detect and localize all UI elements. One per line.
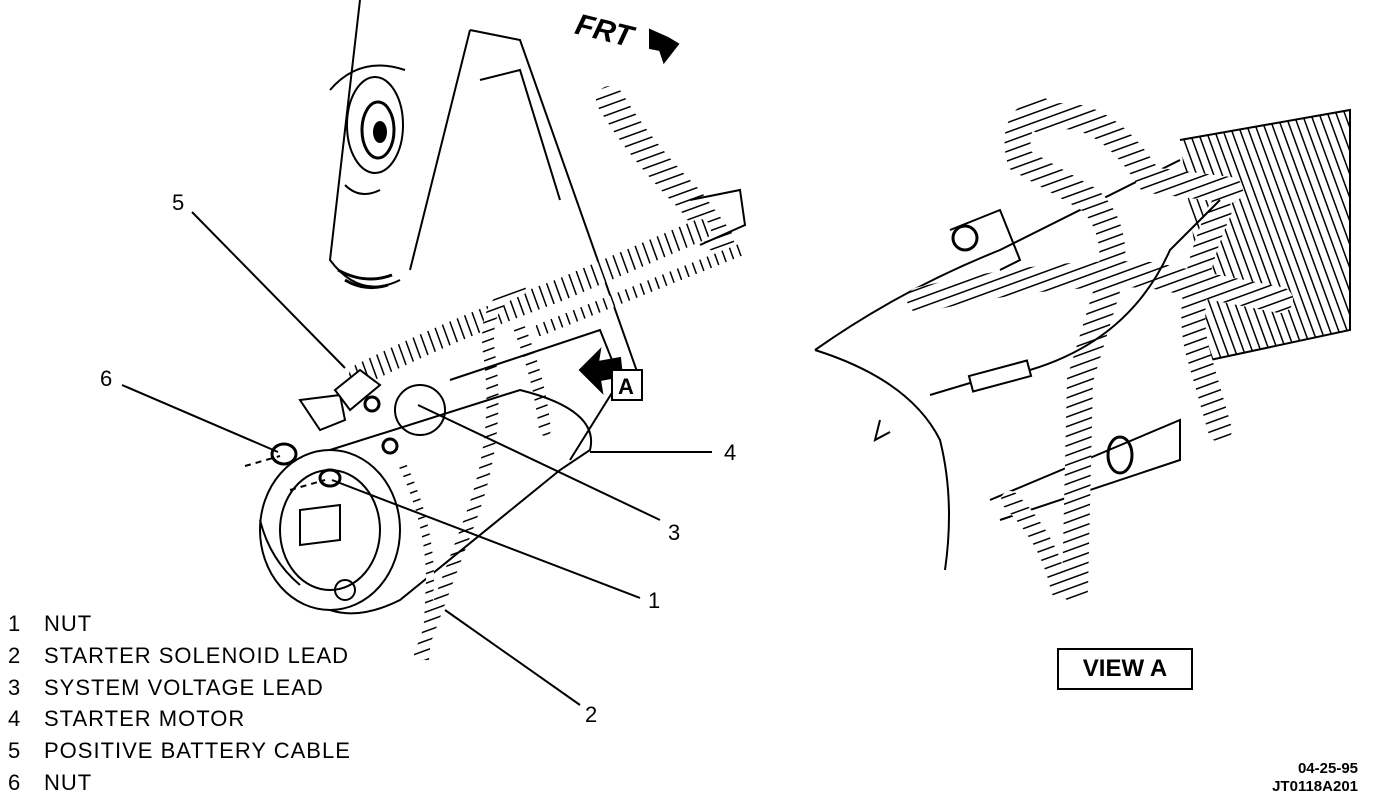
- legend-item: 2 STARTER SOLENOID LEAD: [8, 643, 349, 669]
- harness-loom-main: [349, 219, 711, 386]
- callout-5: 5: [172, 190, 184, 215]
- legend-label: SYSTEM VOLTAGE LEAD: [44, 675, 324, 700]
- legend-label: STARTER MOTOR: [44, 706, 246, 731]
- harness-loom-top: [596, 86, 734, 254]
- leader-lines: [121, 211, 712, 706]
- leader-line-3: [417, 404, 661, 521]
- leader-line-6: [121, 384, 279, 453]
- callout-4: 4: [724, 440, 736, 465]
- legend-label: STARTER SOLENOID LEAD: [44, 643, 350, 668]
- legend-item: 6 NUT: [8, 770, 92, 796]
- diagram-code: JT0118A201: [1272, 778, 1358, 795]
- callout-6: 6: [100, 366, 112, 391]
- front-direction-arrow-icon: [649, 28, 680, 65]
- legend-label: NUT: [44, 611, 93, 636]
- legend-item: 3 SYSTEM VOLTAGE LEAD: [8, 675, 324, 701]
- legend-label: NUT: [44, 770, 93, 795]
- callout-2: 2: [585, 702, 597, 727]
- view-a-label: VIEW A: [1057, 648, 1193, 690]
- pulley-illustration: [329, 64, 406, 195]
- leader-line-1: [331, 479, 641, 599]
- legend-item: 1 NUT: [8, 611, 92, 637]
- legend-item: 5 POSITIVE BATTERY CABLE: [8, 738, 351, 764]
- legend-number: 2: [8, 643, 22, 668]
- view-a-marker: A: [618, 374, 634, 399]
- view-a-illustration: [814, 97, 1351, 603]
- legend-number: 4: [8, 706, 22, 731]
- legend-number: 5: [8, 738, 22, 763]
- legend-number: 1: [8, 611, 22, 636]
- legend-number: 3: [8, 675, 22, 700]
- callout-3: 3: [668, 520, 680, 545]
- starter-motor-illustration: [259, 328, 622, 615]
- nut-6-illustration: [270, 442, 298, 466]
- nut-1-illustration: [318, 468, 342, 488]
- leader-line-5: [191, 211, 346, 369]
- main-illustration: [244, 0, 747, 661]
- callout-1: 1: [648, 588, 660, 613]
- legend-number: 6: [8, 770, 22, 795]
- legend-label: POSITIVE BATTERY CABLE: [44, 738, 351, 763]
- leader-line-2: [444, 609, 581, 706]
- view-a-arrow-icon: [578, 347, 624, 395]
- diagram-date: 04-25-95: [1297, 760, 1358, 777]
- legend-item: 4 STARTER MOTOR: [8, 706, 245, 732]
